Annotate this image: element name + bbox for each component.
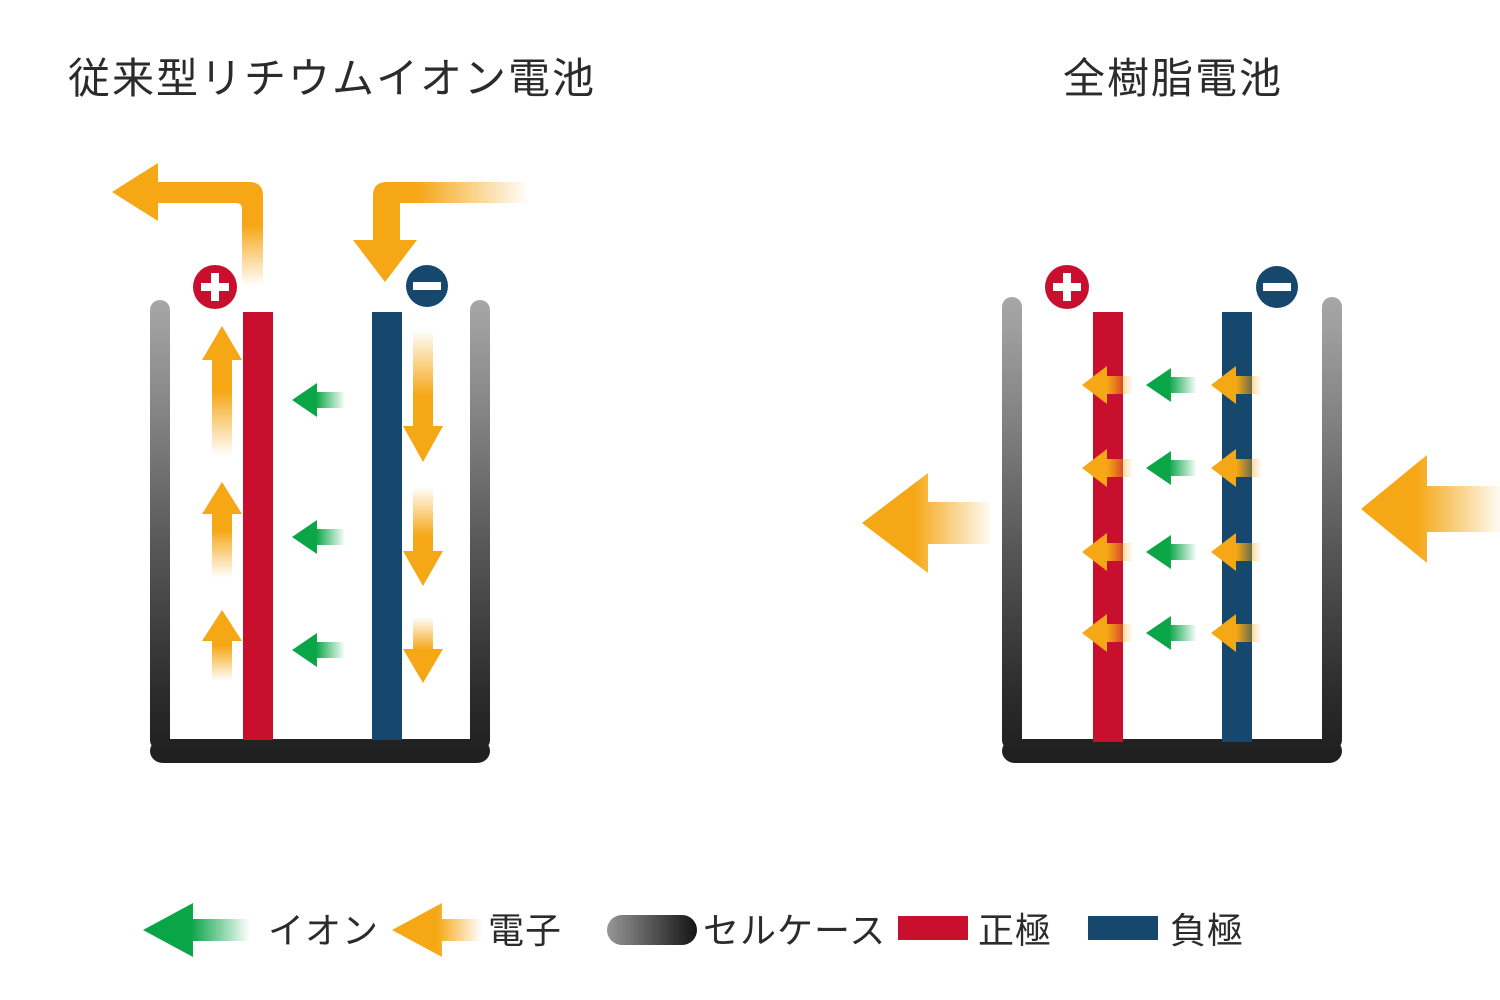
electron-exit-wire-arrow-icon (112, 163, 263, 286)
electron-up-arrow-icon (202, 326, 242, 456)
cell-case-right-wall (1322, 297, 1342, 750)
ion-arrow-icon (1146, 451, 1197, 485)
legend-label-electron: 電子 (488, 911, 562, 952)
ion-arrow-icon (1146, 616, 1197, 650)
right-diagram-title: 全樹脂電池 (1063, 54, 1283, 103)
electron-arrow-icon (1211, 449, 1262, 487)
left-diagram-title: 従来型リチウムイオン電池 (68, 54, 596, 103)
legend-label-negative: 負極 (1170, 911, 1244, 952)
cell-case-right (1002, 297, 1342, 763)
legend-item-positive: 正極 (898, 911, 1052, 952)
minus-terminal-icon (406, 265, 448, 307)
ion-arrow-icon (292, 520, 345, 554)
electron-up-arrow-icon (202, 610, 242, 681)
cell-case-left-wall (1002, 297, 1022, 750)
legend-label-positive: 正極 (978, 911, 1052, 952)
legend-label-cell-case: セルケース (703, 911, 886, 952)
legend-item-negative: 負極 (1088, 911, 1244, 952)
cell-case-bottom (150, 739, 490, 763)
ion-arrow-icon (292, 383, 345, 417)
electron-enter-wire-arrow-icon (353, 182, 530, 282)
legend-item-electron: 電子 (392, 903, 562, 957)
plus-terminal-icon (1045, 265, 1089, 309)
electron-down-arrow-icon (403, 487, 443, 586)
cell-case-swatch (607, 915, 697, 945)
legend-label-ion: イオン (268, 911, 379, 952)
ion-arrow-icon (1146, 535, 1197, 569)
negative-electrode-bar (372, 312, 402, 740)
legend: イオン 電子 セルケース 正極 負極 (143, 903, 1244, 957)
cell-case-right-wall (470, 300, 490, 750)
ion-arrow-icon (1146, 368, 1197, 402)
cell-case-bottom (1002, 739, 1342, 763)
positive-electrode-bar (243, 312, 273, 740)
ion-arrow-icon (292, 633, 345, 667)
cell-case-left (150, 300, 490, 763)
electron-arrow-icon (1082, 614, 1133, 652)
electron-enter-big-arrow-icon (1361, 455, 1500, 563)
electron-arrow-icon (1082, 366, 1133, 404)
electron-down-arrow-icon (403, 617, 443, 683)
legend-item-cell-case: セルケース (607, 911, 886, 952)
electron-arrow-icon (1082, 533, 1133, 571)
electron-exit-big-arrow-icon (862, 473, 990, 573)
minus-terminal-icon (1256, 266, 1298, 308)
electron-arrow-icon (1211, 614, 1262, 652)
positive-electrode-swatch (898, 916, 968, 940)
electron-down-arrow-icon (403, 330, 443, 462)
conventional-battery-diagram (112, 163, 530, 763)
electron-arrow-icon (392, 903, 482, 957)
negative-electrode-swatch (1088, 916, 1158, 940)
plus-terminal-icon (193, 265, 237, 309)
electron-up-arrow-icon (202, 482, 242, 578)
electron-arrow-icon (1211, 533, 1262, 571)
cell-case-left-wall (150, 300, 170, 750)
legend-item-ion: イオン (143, 903, 379, 957)
all-resin-battery-diagram (862, 265, 1500, 763)
electron-arrow-icon (1082, 449, 1133, 487)
electron-arrow-icon (1211, 366, 1262, 404)
ion-arrow-icon (143, 903, 250, 957)
